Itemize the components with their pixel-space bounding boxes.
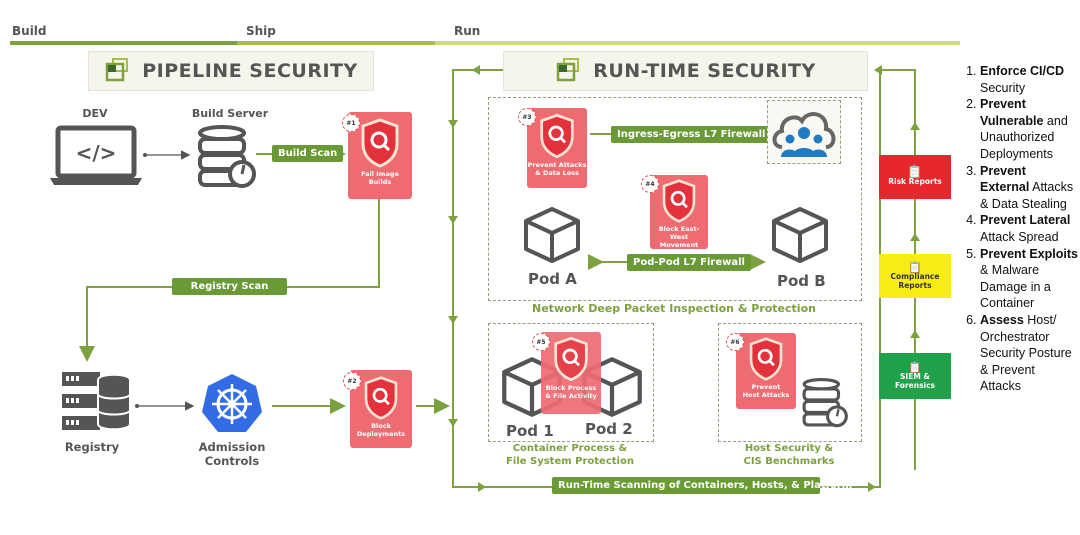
risk-reports-box: 📋 Risk Reports: [879, 155, 951, 199]
card-3-line1: Prevent Attacks: [527, 161, 587, 169]
card-5-line2: & File Activity: [545, 392, 597, 400]
host-caption-2: CIS Benchmarks: [743, 456, 835, 467]
shield-search-icon: [364, 376, 398, 420]
phase-build: Build: [12, 24, 47, 38]
host-security-box: [718, 323, 862, 442]
card-1-line1: Fail Image: [361, 170, 399, 178]
host-caption: Host Security & CIS Benchmarks: [718, 442, 860, 468]
shield-search-icon: [361, 118, 399, 168]
phase-run: Run: [454, 24, 481, 38]
phase-bar-ship: [237, 41, 435, 45]
shield-search-icon: [554, 336, 588, 382]
pod-a-cube-icon: [524, 207, 580, 263]
shield-search-icon: [540, 113, 574, 159]
registry-icon: [62, 372, 131, 431]
build-scan-label: Build Scan: [272, 145, 344, 162]
siem-forensics-line2: Forensics: [894, 380, 936, 390]
phase-ship: Ship: [246, 24, 276, 38]
registry-label: Registry: [64, 440, 120, 454]
cloud-users-icon: [772, 112, 836, 157]
runtime-security-header: RUN-TIME SECURITY: [503, 51, 868, 91]
runtime-scanning-label: Run-Time Scanning of Containers, Hosts, …: [552, 477, 852, 494]
compliance-reports-box: 📋 Compliance Reports: [879, 254, 951, 298]
kubernetes-icon: [202, 374, 262, 432]
card-4-line2: Movement: [659, 241, 699, 249]
card-4-line1: Block East-West: [658, 225, 700, 241]
shield-search-icon: [749, 337, 783, 381]
container-caption: Container Process & File System Protecti…: [488, 442, 652, 468]
card-2-badge: #2: [343, 372, 361, 390]
admission-controls-label: Admission Controls: [198, 440, 266, 468]
pod-pod-firewall-label: Pod-Pod L7 Firewall: [627, 254, 751, 271]
pipeline-title: PIPELINE SECURITY: [142, 60, 358, 82]
network-dpi-caption: Network Deep Packet Inspection & Protect…: [532, 302, 816, 315]
laptop-code-icon: </>: [50, 125, 142, 185]
compliance-reports-line2: Reports: [898, 280, 932, 290]
card-block-process: Block Process& File Activity: [541, 332, 601, 414]
card-4-badge: #4: [641, 175, 659, 193]
clipboard-shield-icon: 📋: [908, 260, 922, 274]
pod-2-label: Pod 2: [585, 420, 633, 438]
build-server-icon: [198, 125, 256, 188]
host-server-icon: [802, 378, 848, 428]
build-server-label: Build Server: [191, 107, 269, 120]
phase-bar-build: [10, 41, 237, 45]
objectives-legend: Enforce CI/CD Security Prevent Vulnerabl…: [960, 63, 1078, 395]
card-1-badge: #1: [342, 114, 360, 132]
pod-b-label: Pod B: [777, 272, 826, 290]
card-2-line2: Deployments: [356, 430, 406, 438]
container-caption-2: File System Protection: [506, 456, 634, 467]
dev-label: DEV: [82, 107, 108, 120]
pod-a-label: Pod A: [528, 270, 577, 288]
container-protection-box: [488, 323, 654, 442]
card-2-line1: Block: [371, 422, 391, 430]
registry-scan-label: Registry Scan: [172, 278, 287, 295]
ingress-egress-firewall-label: Ingress-Egress L7 Firewall: [611, 126, 772, 143]
pod-1-label: Pod 1: [506, 422, 554, 440]
legend-item: Assess Host/ Orchestrator Security Postu…: [980, 312, 1078, 395]
card-1-line2: Builds: [368, 178, 392, 186]
clipboard-shield-icon: 📋: [906, 165, 924, 180]
network-dpi-box: [488, 97, 862, 301]
card-6-line2: Host Attacks: [742, 391, 790, 399]
card-3-line2: & Data Loss: [535, 169, 579, 177]
runtime-title: RUN-TIME SECURITY: [593, 60, 816, 82]
card-5-line1: Block Process: [545, 384, 597, 392]
legend-item: Prevent Exploits & Malware Damage in a C…: [980, 246, 1078, 312]
risk-reports-label: Risk Reports: [888, 177, 942, 186]
svg-text:</>: </>: [76, 141, 117, 165]
compliance-reports-line1: Compliance: [890, 271, 940, 281]
shield-search-icon: [662, 179, 696, 223]
container-caption-1: Container Process &: [512, 443, 628, 454]
siem-forensics-line1: SIEM &: [900, 371, 930, 381]
host-caption-1: Host Security &: [744, 443, 834, 454]
legend-item: Prevent External Attacks & Data Stealing: [980, 163, 1078, 213]
clipboard-shield-icon: 📋: [908, 360, 922, 374]
card-prevent-attacks: Prevent Attacks& Data Loss: [527, 108, 587, 188]
cloud-box: [767, 100, 841, 164]
security-logo-icon: [556, 58, 580, 82]
security-logo-icon: [105, 58, 129, 82]
siem-forensics-box: 📋 SIEM & Forensics: [879, 353, 951, 399]
pipeline-security-header: PIPELINE SECURITY: [88, 51, 374, 91]
legend-item: Enforce CI/CD Security: [980, 63, 1078, 96]
legend-item: Prevent Lateral Attack Spread: [980, 212, 1078, 245]
card-6-line1: Prevent: [751, 383, 781, 391]
card-6-badge: #6: [726, 333, 744, 351]
pod-b-cube-icon: [772, 207, 828, 263]
card-3-badge: #3: [518, 108, 536, 126]
phase-bar-run: [435, 41, 960, 45]
legend-item: Prevent Vulnerable and Unauthorized Depl…: [980, 96, 1078, 162]
card-5-badge: #5: [532, 333, 550, 351]
